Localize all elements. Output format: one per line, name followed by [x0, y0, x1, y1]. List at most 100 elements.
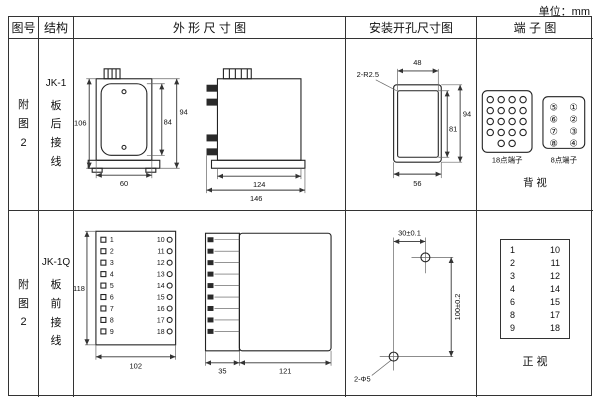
terminal-num: 10 — [157, 237, 165, 244]
row2-wiring-label: 板前接线 — [50, 279, 62, 348]
label-18pt: 18点端子 — [492, 154, 523, 164]
mounting-drawing-jk1: 2-R2.5 48 81 94 56 — [357, 58, 472, 188]
row2-mounting-cell: 30±0.1 100±0.2 2-Φ5 — [346, 211, 477, 397]
terminal-block-8pt-numbers: ⑤ ① ⑥ ② ⑦ ③ ⑧ ④ — [550, 103, 578, 150]
back-view-label: 背 视 — [523, 176, 547, 189]
outline-drawing-jk1q: 1 2 3 4 5 6 7 8 9 10 11 12 13 14 15 16 1 — [74, 230, 332, 376]
jk1-cutout-outline — [393, 84, 442, 163]
terminal-num: 1 — [110, 237, 114, 244]
terminal-row: 6 15 — [510, 297, 560, 307]
terminal-num: 17 — [157, 317, 165, 324]
terminal-block-8pt — [542, 96, 586, 149]
terminal-num: 14 — [157, 283, 165, 290]
jk1q-side-pins — [207, 237, 240, 334]
terminal-num: ② — [570, 115, 578, 126]
row1-wiring-label: 板后接线 — [50, 99, 62, 168]
terminal-block-18pt — [481, 90, 533, 153]
dim-label-81: 81 — [449, 124, 457, 133]
dim-label-30: 30±0.1 — [398, 229, 421, 238]
terminal-num: ③ — [570, 126, 578, 137]
row1-fig-label: 附图2 — [18, 99, 29, 149]
dim-label-94b: 94 — [463, 110, 471, 119]
terminal-num: ⑥ — [550, 115, 558, 126]
unit-label: 单位：mm — [538, 6, 590, 18]
outline-drawing-jk1: 106 84 94 60 124 146 — [74, 68, 306, 203]
dim-label-106: 106 — [74, 118, 86, 127]
terminal-num: 11 — [550, 258, 560, 268]
terminal-num: ⑤ — [550, 103, 558, 114]
terminal-num: ⑧ — [550, 138, 558, 149]
spec-table: 图号 结构 外 形 尺 寸 图 安装开孔尺寸图 端 子 图 附图2 JK-1 板… — [8, 16, 593, 397]
row1-model-label: JK-1 — [45, 77, 67, 89]
terminal-num: 11 — [157, 249, 164, 256]
jk1q-holes — [388, 252, 431, 362]
jk1q-front-terminal-numbers: 1 2 3 4 5 6 7 8 9 10 11 12 13 14 15 16 1 — [110, 237, 165, 336]
terminal-num: 17 — [549, 310, 560, 320]
terminal-num: 12 — [157, 260, 165, 267]
terminal-num: 5 — [110, 283, 114, 290]
jk1q-centerlines — [371, 237, 454, 376]
front-view-label: 正 视 — [522, 356, 548, 368]
dim-label-100: 100±0.2 — [453, 294, 462, 321]
terminal-num: 3 — [110, 260, 114, 267]
dim-label-84: 84 — [164, 118, 172, 127]
row1-terminal-cell: ⑤ ① ⑥ ② ⑦ ③ ⑧ ④ 18点端子 8点端子 背 视 — [477, 39, 593, 211]
terminal-num: 14 — [549, 284, 560, 294]
terminal-num: 8 — [110, 317, 114, 324]
jk1-side-pins — [206, 84, 218, 156]
row2-structure-cell: JK-1Q 板前接线 — [39, 211, 74, 397]
header-structure: 结构 — [39, 17, 74, 39]
row1-structure-cell: JK-1 板后接线 — [39, 39, 74, 211]
jk1-front-view — [87, 68, 161, 173]
dim-label-124: 124 — [253, 180, 265, 189]
terminal-num: ⑦ — [550, 126, 558, 137]
terminal-num: 16 — [157, 306, 165, 313]
header-terminal-diagram: 端 子 图 — [477, 17, 593, 39]
terminal-num: 7 — [110, 306, 114, 313]
row2-model-label: JK-1Q — [41, 257, 71, 269]
terminal-num: 6 — [110, 295, 114, 302]
header-fig-no: 图号 — [9, 17, 39, 39]
dim-label-94: 94 — [180, 108, 188, 117]
dim-label-146: 146 — [250, 194, 262, 203]
terminal-num: 13 — [157, 272, 165, 279]
terminal-num: 10 — [549, 245, 560, 255]
jk1-side-view — [210, 68, 306, 169]
terminal-num: 12 — [549, 271, 560, 281]
dim-label-56: 56 — [413, 179, 421, 188]
dim-label-48: 48 — [413, 58, 421, 67]
terminal-num: 4 — [110, 272, 114, 279]
terminal-num: 4 — [510, 284, 516, 294]
dim-label-35: 35 — [218, 367, 226, 376]
row1-outline-cell: 106 84 94 60 124 146 — [74, 39, 346, 211]
hole-diameter-label: 2-Φ5 — [354, 374, 371, 383]
dim-label-102: 102 — [130, 362, 142, 371]
terminal-num: 9 — [110, 329, 114, 336]
terminal-num: ④ — [570, 138, 578, 149]
terminal-num: 8 — [510, 310, 516, 320]
header-outline-dims: 外 形 尺 寸 图 — [74, 17, 346, 39]
row1-mounting-cell: 2-R2.5 48 81 94 56 — [346, 39, 477, 211]
terminal-num: 3 — [510, 271, 516, 281]
terminal-num: 9 — [510, 323, 516, 333]
dim-label-118: 118 — [74, 284, 85, 293]
dim-label-121: 121 — [279, 367, 291, 376]
terminal-num: ① — [570, 103, 578, 114]
jk1q-side-view — [204, 232, 332, 352]
header-mounting-dims: 安装开孔尺寸图 — [346, 17, 477, 39]
terminal-num: 15 — [549, 297, 560, 307]
terminal-row: 4 14 — [510, 284, 560, 294]
terminal-num: 18 — [157, 329, 165, 336]
terminal-num: 6 — [510, 297, 516, 307]
dim-label-60: 60 — [120, 179, 128, 188]
corner-radius-label: 2-R2.5 — [357, 70, 379, 79]
jk1q-front-view — [95, 230, 177, 346]
label-8pt: 8点端子 — [551, 154, 578, 164]
